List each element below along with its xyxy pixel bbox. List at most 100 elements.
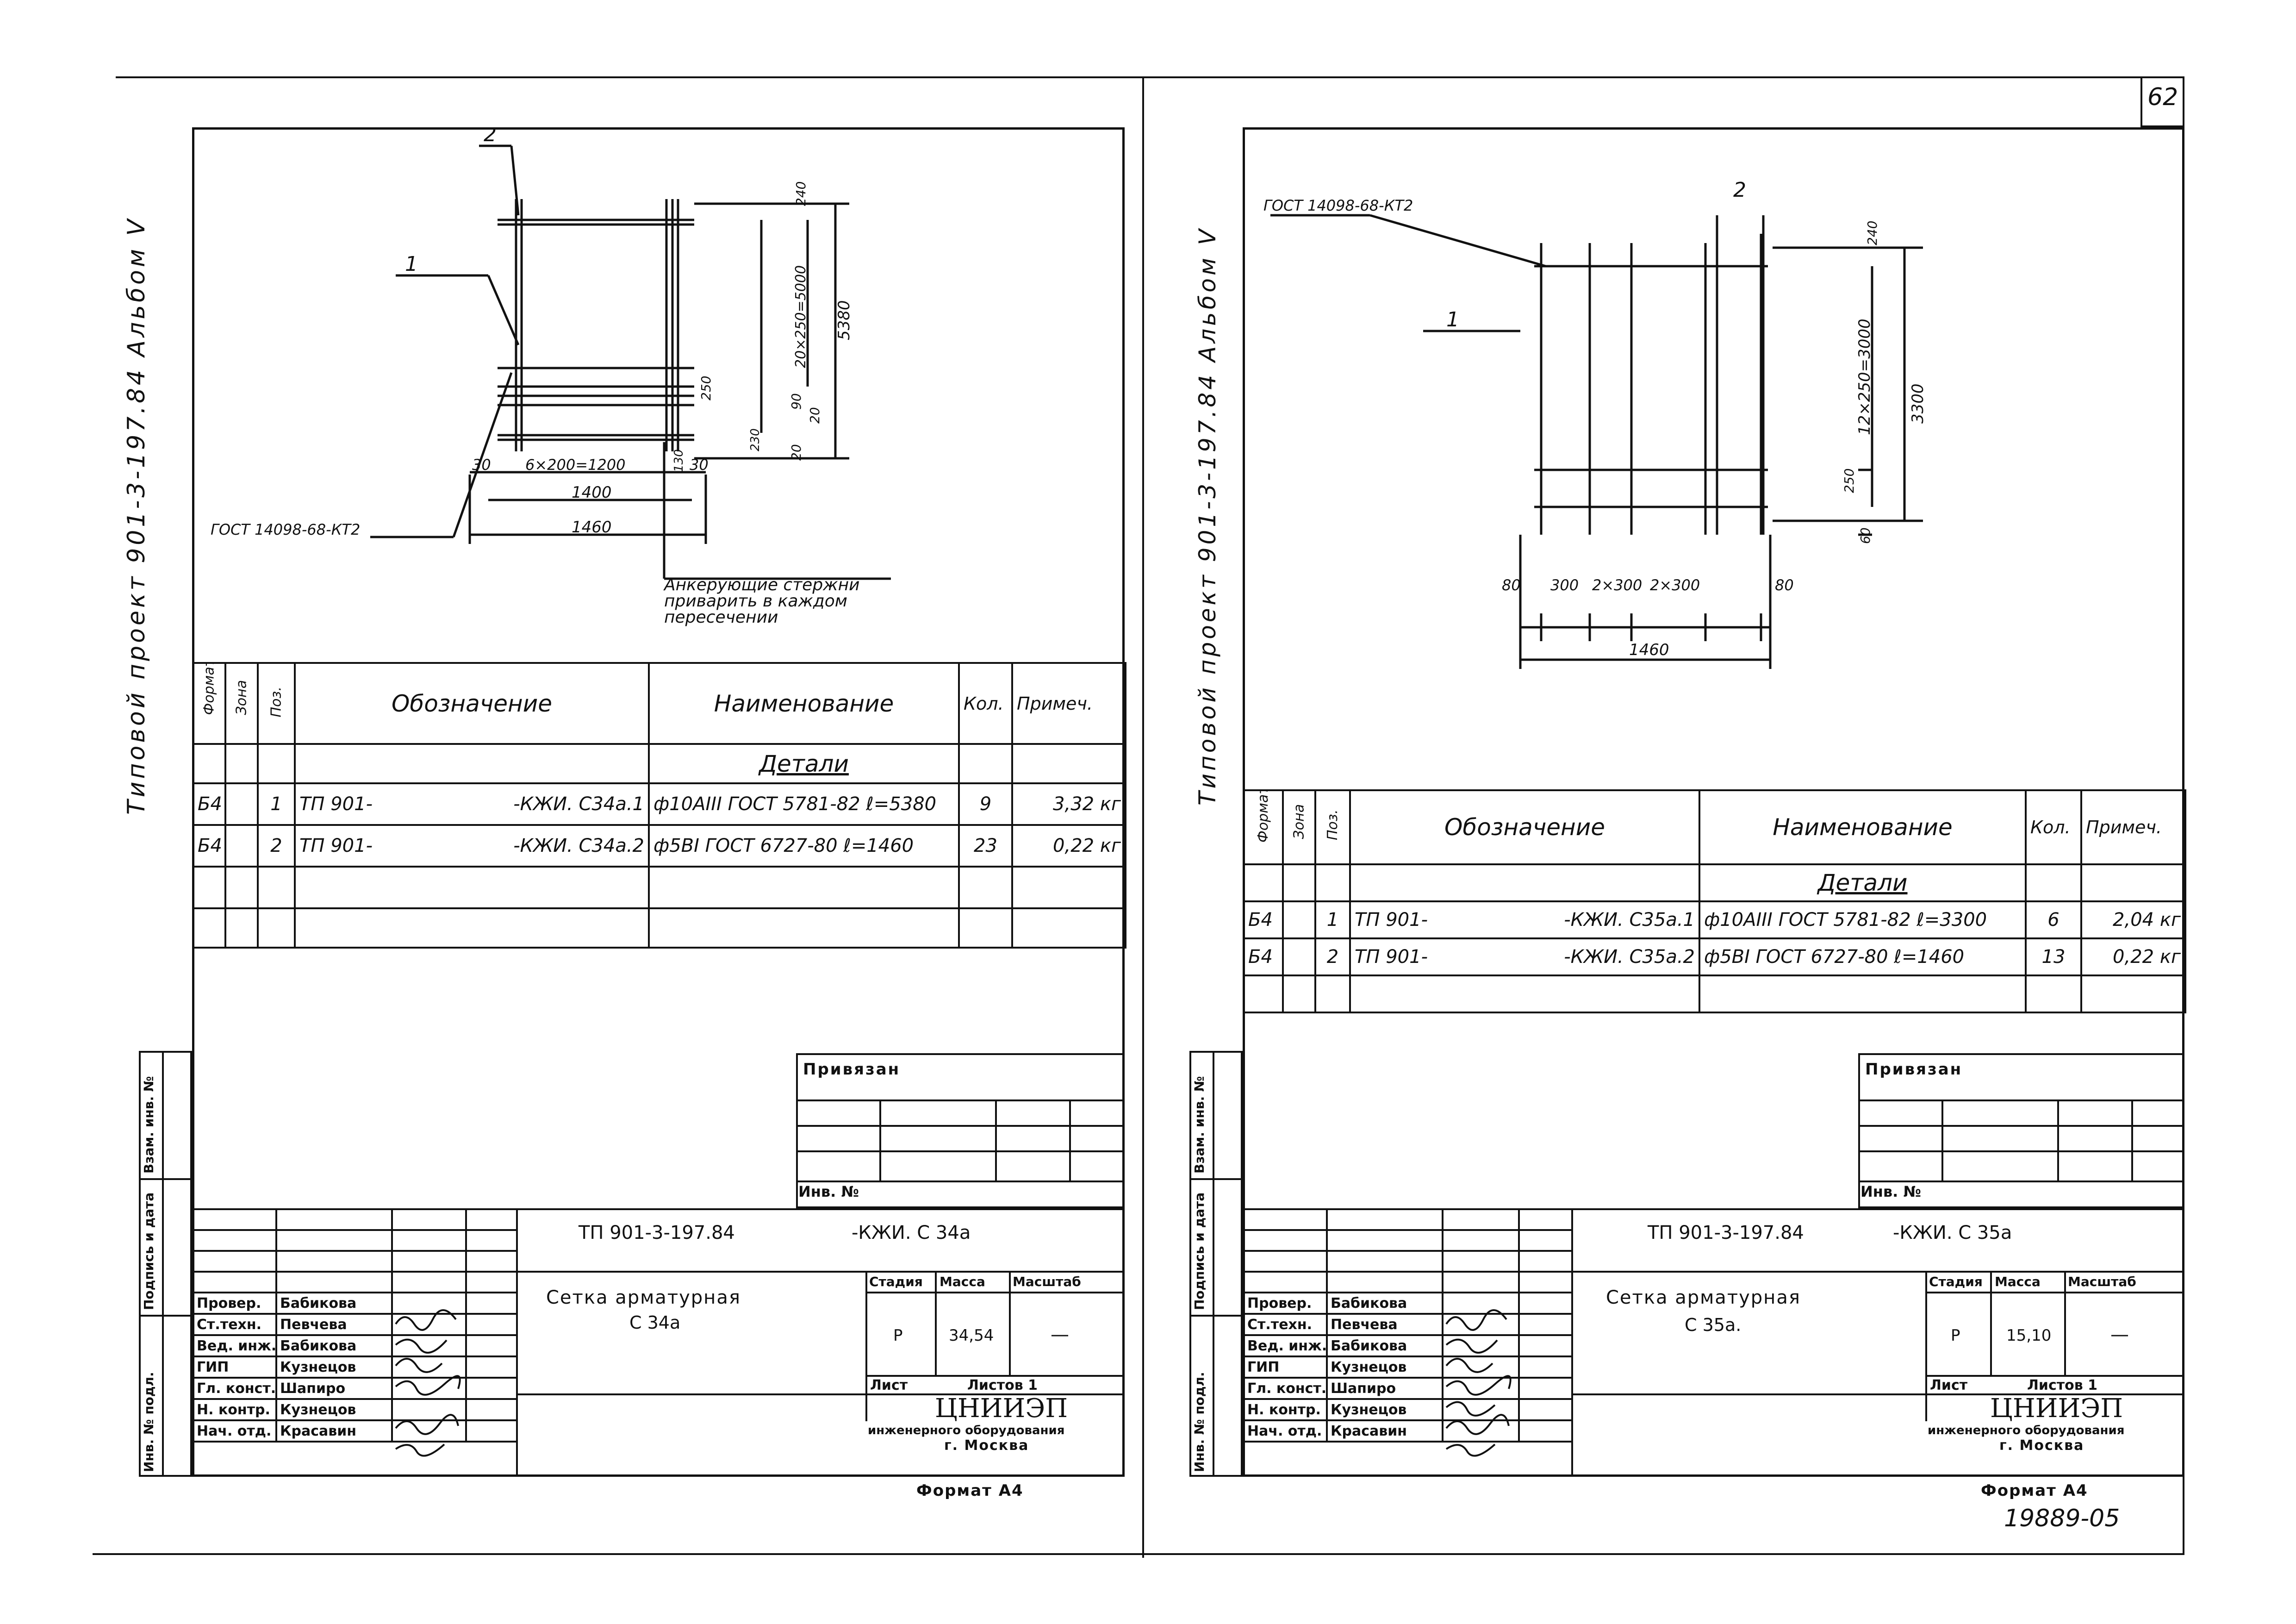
right-side-stamp-div [1213,1051,1214,1477]
right-scale: — [2110,1324,2129,1345]
right-staff-role-0: Провер. [1243,1292,1328,1315]
right-priv-line-1 [1858,1099,2184,1101]
right-tb-h-stage [1925,1292,2184,1293]
left-signatures [395,1309,461,1457]
left-side-label: Типовой проект 901-3-197.84 Альбом V [123,216,150,815]
right-r1-name: ф10АIII ГОСТ 5781-82 ℓ=3300 [1699,900,2027,939]
left-stage-label: Стадия [869,1274,923,1289]
left-doc-code: ТП 901-3-197.84 [579,1222,735,1243]
left-section-title: Детали [648,743,960,784]
left-priv-col-1 [879,1099,881,1181]
left-title: Сетка арматурная [546,1287,741,1308]
left-dim-90: 90 [789,393,804,410]
right-staff-role-1: Ст.техн. [1243,1313,1328,1336]
right-r1-pos: 1 [1314,900,1351,939]
right-dim-spacing-v: 12×250=3000 [1855,319,1874,435]
right-tb-v-stage [1925,1271,1927,1421]
left-city: г. Москва [944,1437,1029,1454]
right-org: ЦНИИЭП [1990,1393,2123,1424]
right-tb-v-scale [2064,1271,2066,1375]
left-r2-format: Б4 [192,824,226,868]
left-side-col-2: Подпись и дата [141,1192,156,1310]
right-dim-2x300: 2×300 [1592,576,1642,594]
left-priv-col-3 [1069,1099,1071,1181]
left-staff-name-5: Кузнецов [275,1398,393,1421]
left-tb-top [192,1208,1125,1210]
right-priv-line-2 [1858,1125,2184,1127]
left-sheet: Лист [870,1377,908,1393]
table-row: Б4 2 ТП 901--КЖИ. С35а.2 ф5ВI ГОСТ 6727-… [1243,937,2186,976]
table-row: Б4 1 ТП 901--КЖИ. С35а.1 ф10АIII ГОСТ 57… [1243,900,2186,939]
left-dim-5380: 5380 [835,300,853,340]
right-side-stamp-h2 [1189,1315,1243,1317]
right-r1-des-a: ТП 901- [1355,909,1428,931]
right-hdr-name: Наименование [1699,789,2027,865]
right-priv-col-1 [1941,1099,1943,1181]
left-dim-1400: 1400 [572,483,612,502]
left-staff-name-2: Бабикова [275,1334,393,1357]
right-side-stamp-h1 [1189,1178,1243,1180]
page-number: 62 [2147,83,2178,111]
right-hdr-note: Примеч. [2080,789,2186,865]
left-hdr-designation: Обозначение [294,662,650,745]
left-tb-v-stage [865,1271,867,1421]
right-mass-label: Масса [1995,1274,2041,1289]
left-org: ЦНИИЭП [935,1393,1068,1424]
left-tb-main-div [516,1208,518,1477]
right-r1-qty: 6 [2025,900,2082,939]
right-hdr-designation: Обозначение [1349,789,1700,865]
left-format: Формат А4 [916,1481,1024,1500]
left-hdr-qty: Кол. [958,662,1013,745]
right-r1-note: 2,04 кг [2080,900,2186,939]
right-staff-role-5: Н. контр. [1243,1398,1328,1421]
left-scale: — [1051,1324,1069,1345]
right-side-col-2: Подпись и дата [1192,1192,1207,1310]
right-spec-table: Формат Зона Поз. Обозначение Наименовани… [1243,789,2186,1013]
right-dim-80b: 80 [1775,576,1794,594]
left-priv-line-3 [796,1150,1125,1152]
left-r1-qty: 9 [958,782,1013,826]
left-dim-230: 230 [748,428,762,451]
right-doc-code: ТП 901-3-197.84 [1648,1222,1804,1243]
left-dim-30b: 30 [690,456,709,474]
right-title: Сетка арматурная [1606,1287,1801,1308]
left-doc-suffix: -КЖИ. С 34а [852,1222,971,1243]
right-dim-80a: 80 [1502,576,1521,594]
right-r2-des-b: -КЖИ. С35а.2 [1564,946,1695,968]
left-staff-name-6: Красавин [275,1419,393,1443]
right-dim-3300: 3300 [1909,383,1927,424]
right-staff-role-4: Гл. конст. [1243,1377,1328,1400]
left-r1-format: Б4 [192,782,226,826]
left-dim-spacing-h: 6×200=1200 [525,456,626,474]
left-tb-h-stage [865,1292,1125,1293]
right-priv-col-3 [2131,1099,2133,1181]
left-hdr-pos: Поз. [268,687,285,718]
table-row: Б4 1 ТП 901--КЖИ. С34а.1 ф10АIII ГОСТ 57… [192,782,1126,826]
right-staff-name-1: Певчева [1326,1313,1444,1336]
left-priv-line-1 [796,1099,1125,1101]
right-sheet: Лист [1930,1377,1968,1393]
right-stage: Р [1951,1326,1960,1345]
right-r2-format: Б4 [1243,937,1284,976]
left-r2-des-b: -КЖИ. С34а.2 [513,835,644,856]
left-r1-name: ф10АIII ГОСТ 5781-82 ℓ=5380 [648,782,960,826]
right-staff-role-2: Вед. инж. [1243,1334,1328,1357]
right-priv-line-3 [1858,1150,2184,1152]
left-r2-pos: 2 [257,824,296,868]
right-dim-300a: 300 [1550,576,1579,594]
left-staff-role-4: Гл. конст. [192,1377,277,1400]
right-staff-name-5: Кузнецов [1326,1398,1444,1421]
left-side-stamp-h2 [139,1315,192,1317]
right-tb-main-div [1571,1208,1573,1477]
left-hdr-zone: Зона [233,680,250,715]
left-side-stamp-h1 [139,1178,192,1180]
right-sheets: Листов 1 [2027,1377,2098,1393]
right-tb-top [1243,1208,2184,1210]
right-format: Формат А4 [1981,1481,2088,1500]
right-staff-name-2: Бабикова [1326,1334,1444,1357]
left-tb-h-org [516,1393,1125,1395]
left-mass: 34,54 [949,1326,994,1345]
right-dim-240: 240 [1865,221,1880,245]
left-staff-role-1: Ст.техн. [192,1313,277,1336]
right-privyazan-block [1858,1053,2184,1208]
